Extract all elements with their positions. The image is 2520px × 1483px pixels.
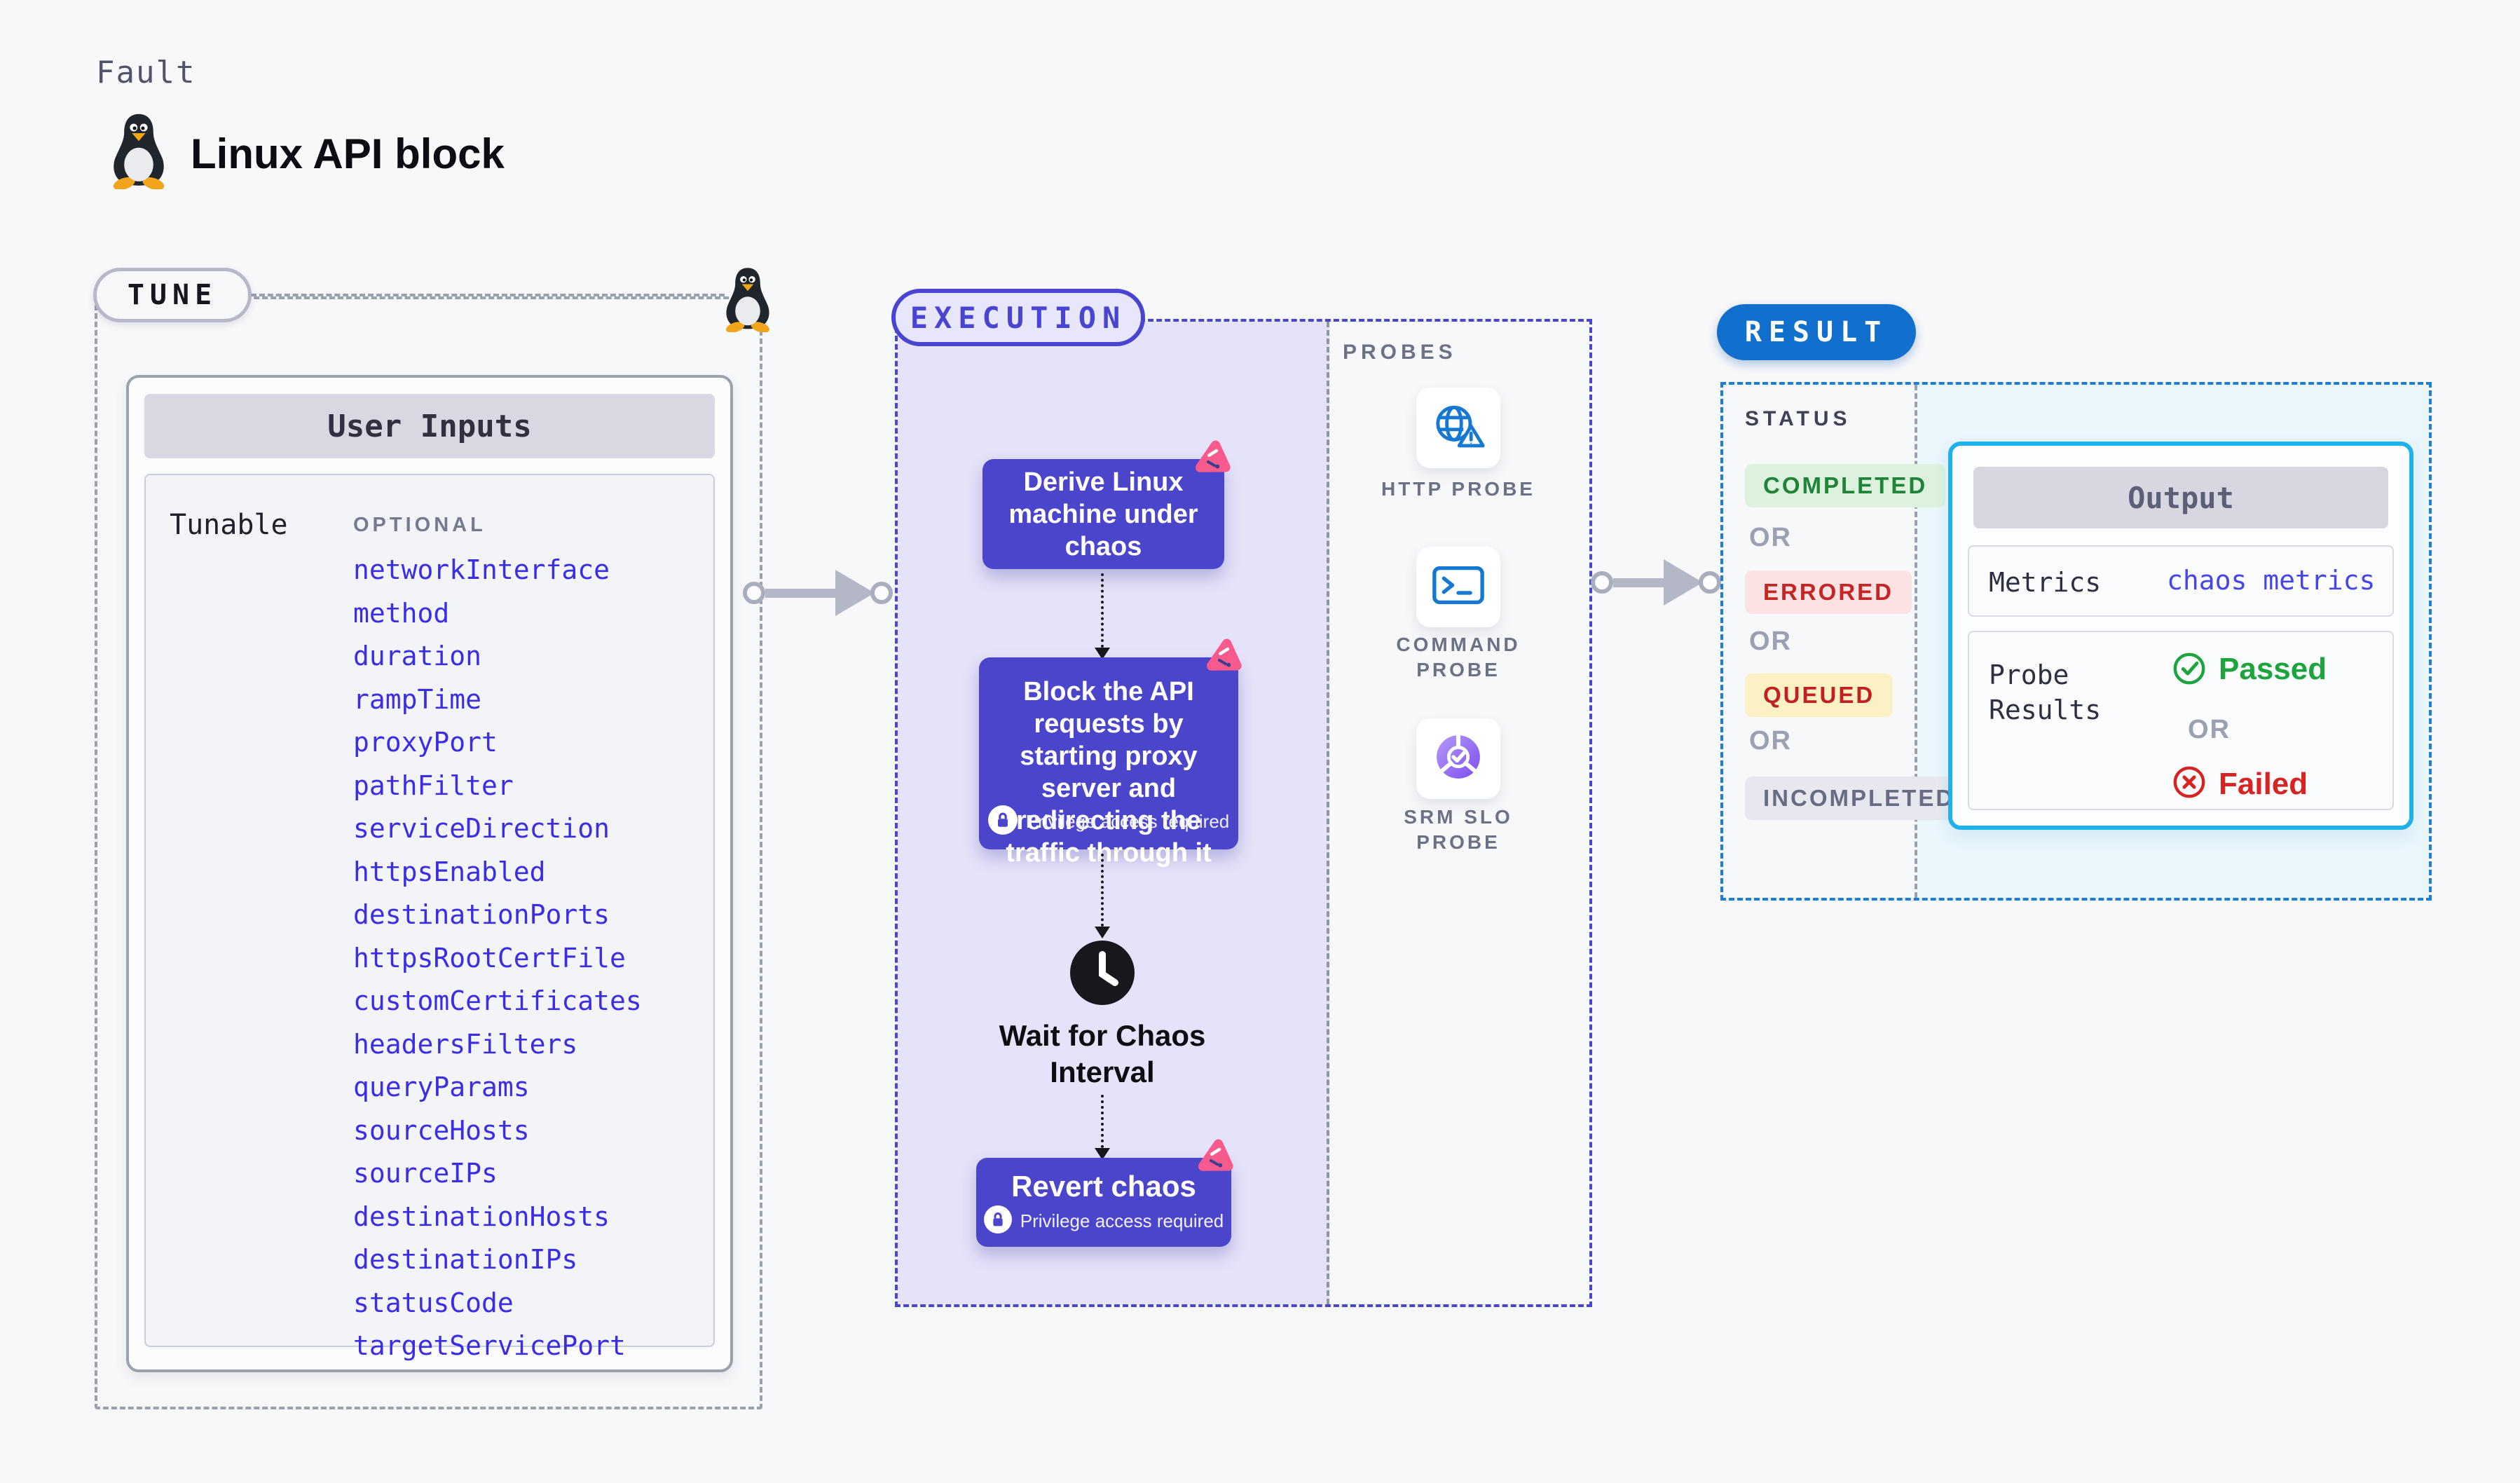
param-link[interactable]: sourceIPs	[353, 1158, 498, 1189]
passed-label: Passed	[2219, 652, 2327, 686]
step-block-box: Block the API requests by starting proxy…	[979, 638, 1242, 868]
execution-to-result-arrow	[1591, 559, 1721, 606]
http-probe-label: HTTP PROBE	[1381, 478, 1535, 500]
privilege-label: Privilege access required	[1020, 1210, 1224, 1231]
status-badge-queued: QUEUED	[1745, 674, 1894, 717]
status-badge-incompleted: INCOMPLETED	[1745, 777, 1973, 820]
or-separator: OR	[2188, 715, 2231, 744]
param-list: networkInterface method duration rampTim…	[353, 549, 642, 1368]
param-link[interactable]: serviceDirection	[353, 813, 610, 844]
flow-connector	[1101, 1095, 1104, 1148]
param-link[interactable]: destinationPorts	[353, 899, 610, 930]
flow-connector	[1101, 854, 1104, 927]
user-inputs-card: User Inputs Tunable OPTIONAL networkInte…	[126, 375, 733, 1372]
arrow-start-circle	[1591, 571, 1613, 594]
optional-column-label: OPTIONAL	[353, 514, 486, 536]
probes-label: PROBES	[1343, 341, 1457, 364]
step-wait-label: Wait for Chaos Interval	[999, 1019, 1206, 1088]
flow-connector	[1101, 573, 1104, 648]
param-link[interactable]: queryParams	[353, 1072, 530, 1102]
privilege-label: Privilege access required	[1025, 811, 1230, 832]
or-separator: OR	[1749, 523, 1792, 552]
step-derive-label: Derive Linux machine under chaos	[1008, 467, 1198, 561]
flow-connector-arrowhead	[1095, 1148, 1110, 1160]
result-status-divider	[1915, 385, 1917, 898]
status-badge-errored: ERRORED	[1745, 570, 1912, 614]
chaos-icon	[1198, 1138, 1235, 1177]
param-link[interactable]: targetServicePort	[353, 1330, 626, 1361]
param-link[interactable]: httpsRootCertFile	[353, 942, 626, 973]
param-link[interactable]: duration	[353, 641, 482, 671]
output-title: Output	[1973, 467, 2388, 528]
user-inputs-title: User Inputs	[144, 394, 715, 458]
param-link[interactable]: method	[353, 597, 450, 629]
step-revert-box: Revert chaos Privilege access required	[976, 1139, 1233, 1247]
tune-to-execution-arrow	[743, 569, 893, 617]
param-link[interactable]: headersFilters	[353, 1028, 578, 1060]
step-revert-label: Revert chaos	[1011, 1170, 1196, 1203]
lock-icon	[987, 805, 1018, 838]
privilege-badge: Privilege access required	[979, 805, 1238, 838]
tune-region	[95, 296, 762, 1409]
arrow-shaft	[765, 588, 835, 598]
param-link[interactable]: destinationHosts	[353, 1201, 610, 1232]
status-label: STATUS	[1745, 407, 1851, 430]
probe-results-row: Probe Results Passed OR Failed	[1968, 631, 2394, 810]
param-link[interactable]: statusCode	[353, 1287, 514, 1318]
page-title: Linux API block	[191, 130, 505, 177]
lock-icon	[983, 1205, 1012, 1237]
param-link[interactable]: networkInterface	[353, 554, 610, 585]
param-link[interactable]: httpsEnabled	[353, 856, 546, 887]
metrics-value-link[interactable]: chaos metrics	[2167, 565, 2376, 596]
chaos-icon	[1195, 439, 1233, 479]
step-block-label: Block the API requests by starting proxy…	[1006, 677, 1212, 868]
http-probe-card	[1416, 388, 1500, 468]
passed-check-icon	[2172, 652, 2206, 689]
metrics-label: Metrics	[1989, 567, 2102, 598]
status-badge-completed: COMPLETED	[1745, 464, 1946, 507]
slo-gauge-check-icon	[1432, 730, 1485, 787]
clock-icon	[1069, 939, 1136, 1006]
or-separator: OR	[1749, 627, 1792, 656]
execution-probes-divider	[1327, 322, 1329, 1304]
globe-warning-icon	[1430, 402, 1486, 453]
result-badge: RESULT	[1717, 304, 1916, 360]
srm-slo-probe-card	[1416, 718, 1500, 799]
fault-kicker: Fault	[96, 55, 196, 90]
output-card: Output Metrics chaos metrics Probe Resul…	[1948, 442, 2413, 830]
command-probe-label: COMMAND PROBE	[1396, 634, 1521, 681]
or-separator: OR	[1749, 726, 1792, 756]
tune-badge: TUNE	[93, 268, 252, 322]
param-link[interactable]: destinationIPs	[353, 1244, 578, 1275]
privilege-badge: Privilege access required	[976, 1205, 1231, 1237]
arrow-shaft	[1613, 578, 1664, 587]
srm-slo-probe-label: SRM SLO PROBE	[1404, 806, 1513, 853]
failed-x-icon	[2172, 765, 2206, 802]
tune-connector-dash	[251, 294, 725, 296]
param-link[interactable]: customCertificates	[353, 985, 642, 1016]
flow-connector-arrowhead	[1095, 648, 1110, 660]
command-probe-card	[1416, 547, 1500, 627]
failed-label: Failed	[2219, 767, 2308, 801]
arrow-head	[1664, 559, 1703, 606]
arrow-head	[835, 570, 875, 616]
arrow-start-circle	[743, 582, 765, 604]
param-link[interactable]: rampTime	[353, 683, 482, 715]
tux-penguin-icon	[104, 111, 174, 191]
flow-connector-arrowhead	[1095, 927, 1110, 938]
step-derive-box: Derive Linux machine under chaos	[982, 440, 1231, 569]
chaos-icon	[1206, 638, 1244, 677]
user-inputs-table: Tunable OPTIONAL networkInterface method…	[144, 474, 715, 1361]
param-link[interactable]: sourceHosts	[353, 1114, 530, 1146]
metrics-row: Metrics chaos metrics	[1968, 545, 2394, 617]
param-link[interactable]: proxyPort	[353, 727, 498, 758]
tux-penguin-icon	[719, 265, 776, 333]
param-link[interactable]: pathFilter	[353, 770, 514, 801]
terminal-icon	[1431, 564, 1486, 610]
probe-results-label: Probe Results	[1989, 660, 2102, 725]
arrow-end-circle	[1699, 571, 1721, 594]
arrow-end-circle	[870, 582, 893, 604]
tunable-row-label: Tunable	[170, 509, 288, 541]
execution-badge: EXECUTION	[891, 289, 1145, 346]
